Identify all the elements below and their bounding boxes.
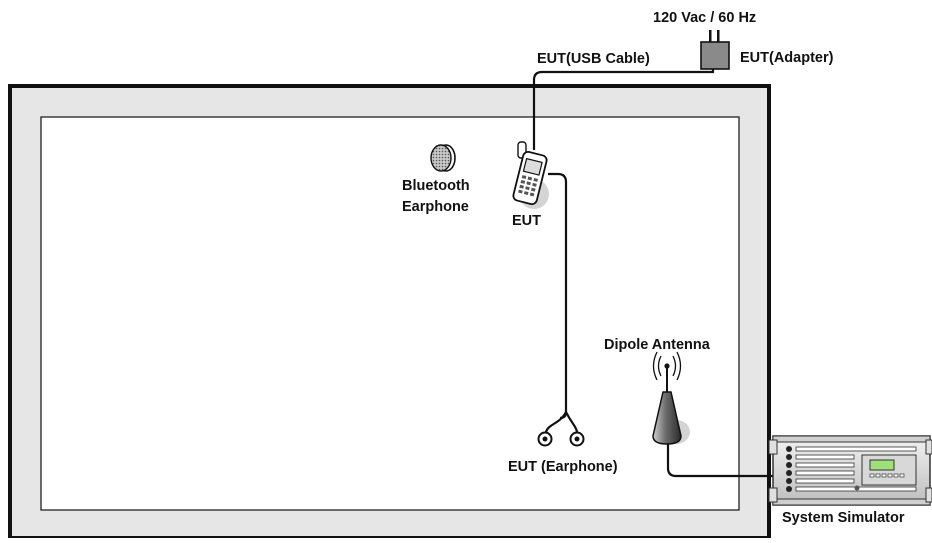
chamber <box>8 84 771 540</box>
earphone-split-left <box>544 411 567 433</box>
mobile-phone-icon <box>512 141 549 209</box>
antenna-cable-line <box>666 442 786 478</box>
wired-earphone-icon <box>537 431 585 447</box>
system-simulator-label: System Simulator <box>782 510 905 526</box>
labels: 120 Vac / 60 Hz EUT(Adapter) EUT(USB Cab… <box>402 10 905 526</box>
chamber-inner-area <box>40 116 740 511</box>
eut-earphone-label: EUT (Earphone) <box>508 459 618 475</box>
bluetooth-label-line1: Bluetooth <box>402 178 470 194</box>
power-label: 120 Vac / 60 Hz <box>653 10 756 26</box>
bluetooth-earphone-icon <box>430 144 456 172</box>
adapter-label: EUT(Adapter) <box>740 50 834 66</box>
bluetooth-label-line2: Earphone <box>402 199 469 215</box>
dipole-antenna-icon <box>652 351 690 445</box>
eut-label: EUT <box>512 213 541 229</box>
dipole-antenna-label: Dipole Antenna <box>604 337 711 353</box>
usb-cable-line <box>532 66 715 150</box>
cables <box>532 66 786 478</box>
earphone-split-right <box>565 411 579 433</box>
usb-cable-label: EUT(USB Cable) <box>537 51 650 67</box>
system-simulator-icon <box>768 435 932 506</box>
power-adapter-icon <box>700 30 730 70</box>
